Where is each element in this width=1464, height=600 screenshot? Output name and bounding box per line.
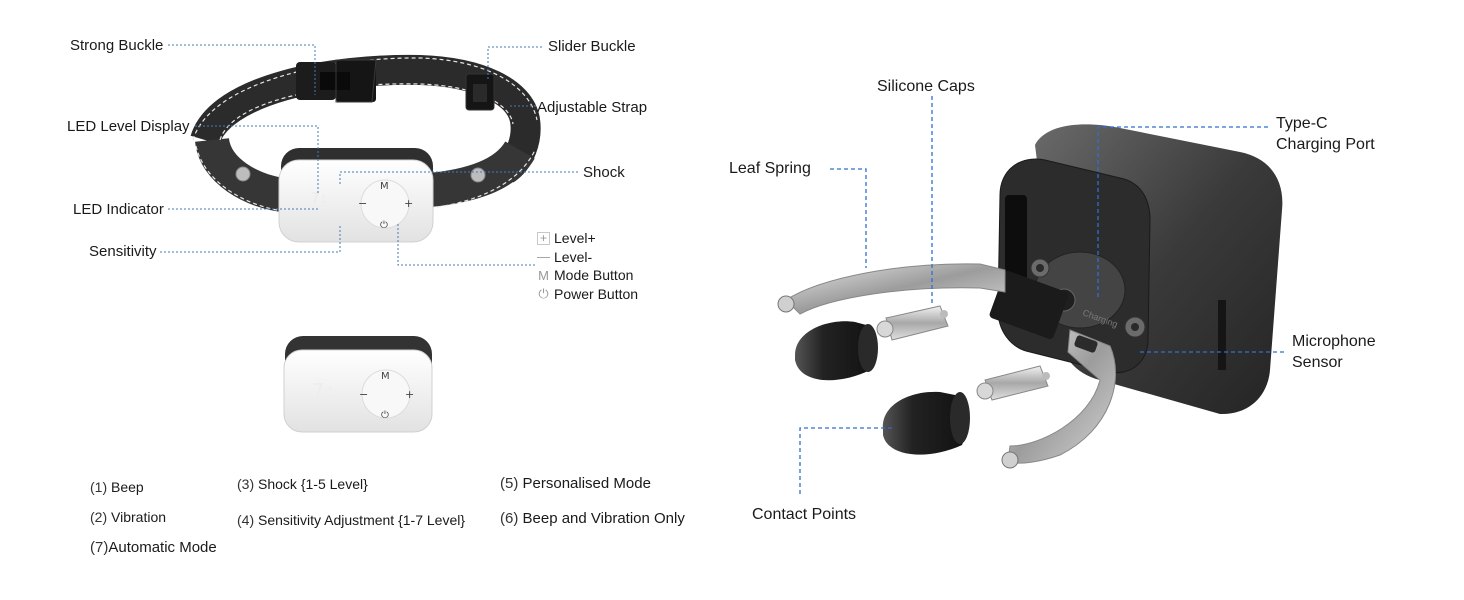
rivet-right xyxy=(470,167,486,183)
mode-item: (3) Shock {1-5 Level} xyxy=(237,476,368,492)
slider-buckle-illustration xyxy=(465,73,495,111)
receiver-front-view: 7: xyxy=(283,336,433,433)
device-mode-label: M xyxy=(380,181,389,192)
front-mode-label: M xyxy=(381,371,390,382)
silicone-cap-upper xyxy=(795,321,878,381)
led-digits-front: 7: xyxy=(312,379,336,403)
label-silicone-caps: Silicone Caps xyxy=(877,78,975,95)
label-shock: Shock xyxy=(583,164,625,181)
legend-label: Level- xyxy=(554,248,593,265)
label-sensitivity: Sensitivity xyxy=(89,243,157,260)
rivet-left xyxy=(235,166,251,182)
legend-label: Power Button xyxy=(554,285,639,302)
contact-pin-lower xyxy=(976,365,1050,401)
right-leader-lines xyxy=(799,96,1284,497)
label-microphone-line2: Sensor xyxy=(1292,354,1343,371)
buttons-legend: + Level+ — Level- M Mode Button ⏻ Power … xyxy=(537,229,638,303)
silicone-cap-lower xyxy=(882,391,970,455)
mode-item: (4) Sensitivity Adjustment {1-7 Level} xyxy=(237,512,466,528)
contact-pin-upper xyxy=(876,305,949,341)
label-type-c-line1: Type-C xyxy=(1276,115,1328,132)
plus-icon: + xyxy=(537,231,550,245)
power-icon: ⏻ xyxy=(538,286,549,302)
label-type-c-line2: Charging Port xyxy=(1276,136,1375,153)
device-minus-label: − xyxy=(358,197,367,210)
label-strong-buckle: Strong Buckle xyxy=(70,37,164,54)
mode-item: (2) Vibration xyxy=(90,509,167,525)
front-plus-label: + xyxy=(405,388,414,401)
mode-item: (1) Beep xyxy=(90,479,144,495)
strong-buckle-illustration xyxy=(296,59,377,103)
collar-receiver: 7: xyxy=(278,148,434,243)
legend-row-level-plus: + Level+ xyxy=(537,229,638,248)
label-contact-points: Contact Points xyxy=(752,506,857,523)
front-power-label: ⏻ xyxy=(381,410,389,421)
legend-row-mode: M Mode Button xyxy=(537,266,638,285)
mode-item: (7)Automatic Mode xyxy=(90,539,217,556)
led-digits: 7: xyxy=(311,191,328,207)
label-slider-buckle: Slider Buckle xyxy=(548,38,636,55)
collar-strap xyxy=(190,54,541,213)
minus-icon: — xyxy=(537,249,550,265)
leaf-spring xyxy=(777,263,1117,469)
label-adjustable-strap: Adjustable Strap xyxy=(537,99,648,116)
mode-item: (6) Beep and Vibration Only xyxy=(500,510,685,527)
mode-item: (5) Personalised Mode xyxy=(500,475,651,492)
device-power-label: ⏻ xyxy=(380,220,388,231)
label-led-indicator: LED Indicator xyxy=(73,201,164,218)
device-plus-label: + xyxy=(404,197,413,210)
label-microphone-line1: Microphone xyxy=(1292,333,1376,350)
legend-label: Level+ xyxy=(554,230,596,246)
legend-row-power: ⏻ Power Button xyxy=(537,285,638,304)
front-minus-label: − xyxy=(359,388,368,401)
legend-row-level-minus: — Level- xyxy=(537,248,638,267)
label-leaf-spring: Leaf Spring xyxy=(729,160,811,177)
label-led-level-display: LED Level Display xyxy=(67,118,190,135)
legend-label: Mode Button xyxy=(554,267,634,283)
mode-icon: M xyxy=(538,267,549,283)
left-leader-lines xyxy=(160,44,578,266)
